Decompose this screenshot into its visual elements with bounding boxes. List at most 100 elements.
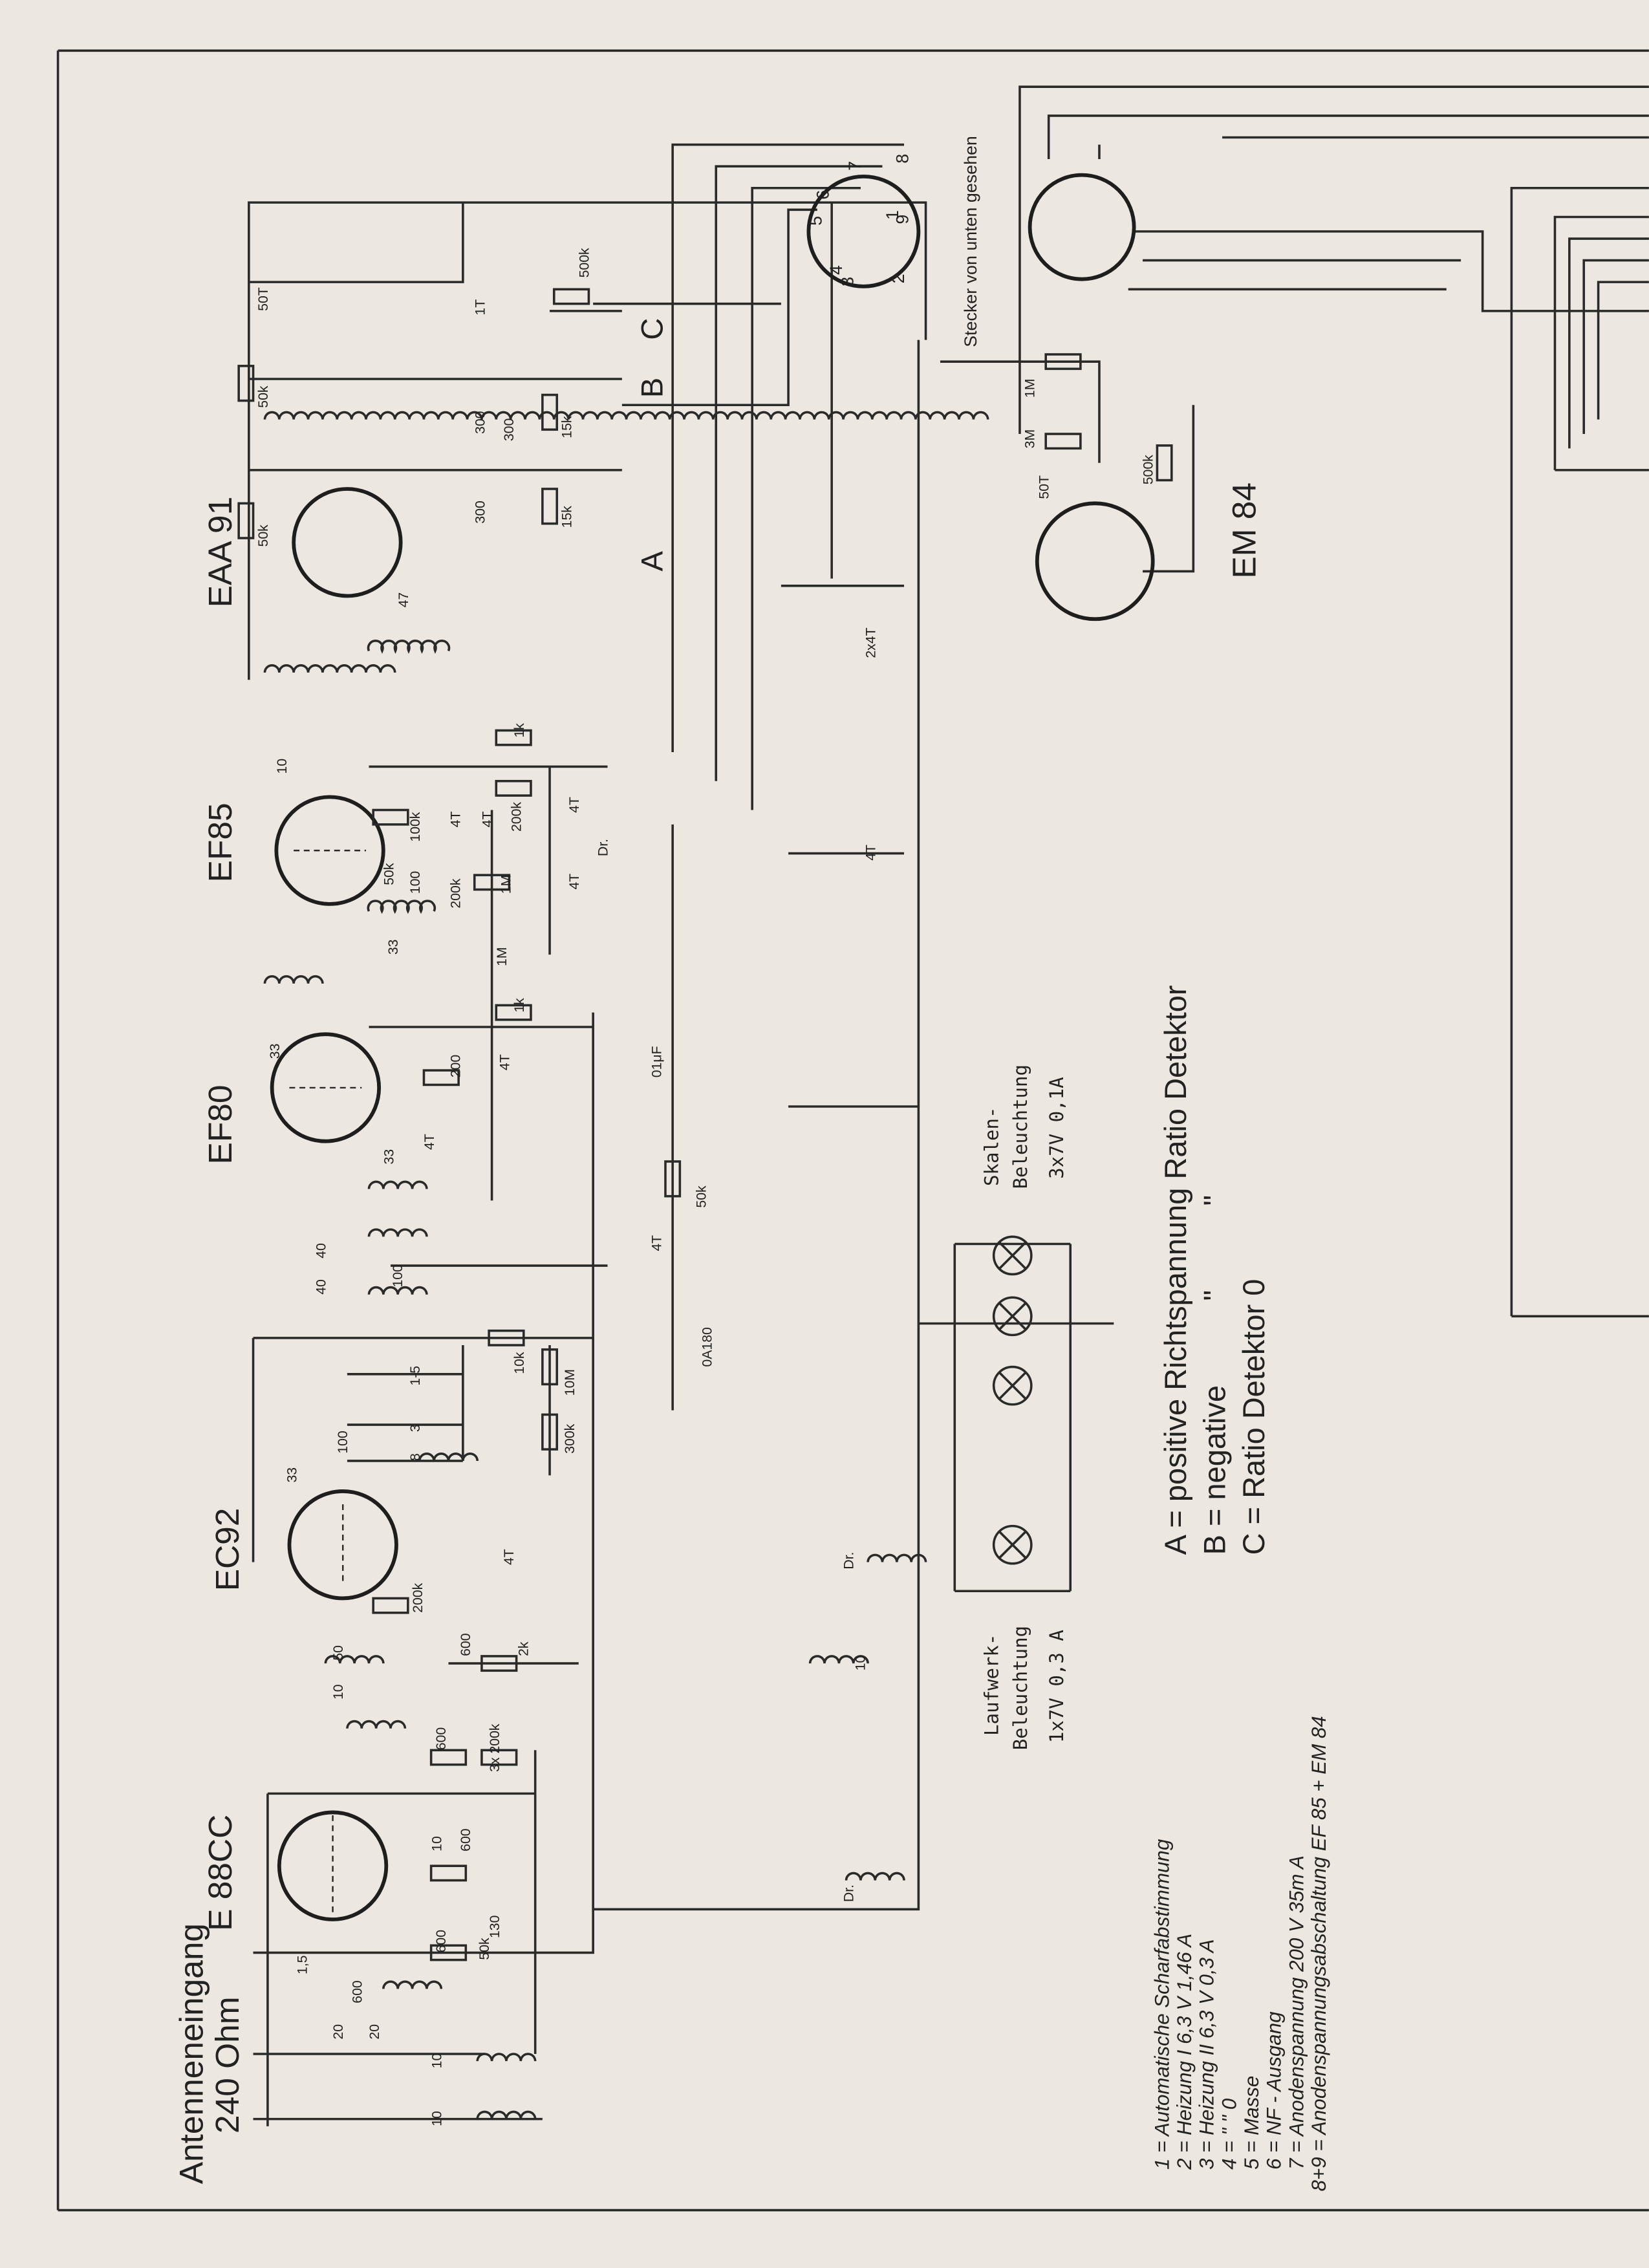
component-value-label: 300k bbox=[562, 1423, 577, 1453]
component-value-label: 4T bbox=[422, 1134, 437, 1150]
tube-label-eaa91: EAA 91 bbox=[201, 497, 239, 608]
coil-icon bbox=[867, 1553, 927, 1562]
component-value-label: 200 bbox=[447, 1055, 463, 1077]
pin-legend-item: 5 = Masse bbox=[1240, 2076, 1263, 2170]
coil-icon bbox=[476, 2053, 537, 2062]
component-value-label: 200k bbox=[410, 1582, 426, 1612]
component-value-label: 500k bbox=[1141, 455, 1156, 484]
tube-ec92 bbox=[287, 1489, 398, 1601]
component-value-label: 600 bbox=[458, 1828, 473, 1851]
component-value-label: 1M bbox=[494, 947, 510, 967]
component-value-label: 4T bbox=[649, 1235, 664, 1251]
component-value-label: 40 bbox=[313, 1279, 329, 1295]
coil-icon bbox=[367, 1228, 428, 1237]
component-value-label: 600 bbox=[433, 1727, 449, 1750]
component-value-label: 500k bbox=[576, 248, 592, 277]
component-value-label: 3 bbox=[407, 1424, 423, 1432]
component-value-label: 40 bbox=[313, 1243, 329, 1258]
detector-legend-b: B = negative " " bbox=[1198, 1195, 1232, 1555]
component-value-label: Dr. bbox=[841, 1885, 857, 1902]
component-value-label: 4T bbox=[480, 812, 495, 828]
tube-em84 bbox=[1035, 501, 1155, 621]
coil-icon bbox=[263, 411, 989, 420]
component-value-label: 4T bbox=[497, 1054, 512, 1070]
frame bbox=[56, 49, 1649, 2212]
tube-label-em84: EM 84 bbox=[1225, 482, 1263, 579]
component-value-label: 1T bbox=[472, 299, 488, 316]
resistor-icon bbox=[495, 1004, 532, 1021]
resistor-icon bbox=[541, 1413, 559, 1451]
lamp-icon bbox=[992, 1235, 1033, 1276]
wiring bbox=[248, 85, 1649, 2126]
tube-label-ef85: EF85 bbox=[201, 803, 239, 882]
tube-label-ec92: EC92 bbox=[208, 1508, 246, 1592]
terminal-c: C bbox=[635, 318, 669, 340]
terminal-b: B bbox=[635, 378, 669, 398]
component-value-label: 4T bbox=[501, 1549, 517, 1565]
coil-icon bbox=[418, 1453, 479, 1462]
component-value-label: 0A180 bbox=[700, 1327, 715, 1366]
socket-right bbox=[1028, 173, 1136, 281]
socket-pin-number: 2 bbox=[889, 274, 908, 283]
pin-legend-item: 1 = Automatische Scharfabstimmung bbox=[1150, 1839, 1173, 2170]
socket-pin-number: 3 bbox=[838, 277, 857, 286]
component-value-label: 1k bbox=[512, 723, 527, 738]
component-value-label: 50 bbox=[330, 1645, 346, 1661]
component-value-label: 3M bbox=[1022, 429, 1037, 449]
resistor-icon bbox=[429, 1944, 468, 1961]
resistor-icon bbox=[237, 502, 255, 539]
component-value-label: 600 bbox=[433, 1930, 449, 1952]
coil-icon bbox=[367, 1286, 428, 1295]
component-value-label: 300 bbox=[501, 418, 517, 441]
socket-pin-number: 8 bbox=[893, 154, 912, 164]
coil-icon bbox=[476, 2110, 537, 2119]
resistor-icon bbox=[372, 808, 409, 826]
component-value-label: 50T bbox=[1037, 475, 1052, 499]
resistor-icon bbox=[488, 1329, 525, 1346]
lamp-icon bbox=[992, 1296, 1033, 1337]
pin-legend-item: 2 = Heizung I 6,3 V 1,46 A bbox=[1173, 1934, 1196, 2170]
tube-ef85 bbox=[274, 795, 385, 906]
pin-legend-item: 7 = Anodenspannung 200 V 35m A bbox=[1285, 1855, 1308, 2170]
resistor-icon bbox=[1044, 353, 1082, 371]
resistor-icon bbox=[1044, 433, 1082, 450]
scale-lighting-line2: Beleuchtung bbox=[1009, 1064, 1031, 1189]
component-value-label: 300 bbox=[472, 411, 488, 434]
component-value-label: 100 bbox=[407, 871, 423, 894]
lamp-icon bbox=[992, 1524, 1033, 1565]
component-value-label: 50k bbox=[255, 385, 271, 408]
component-value-label: Dr. bbox=[841, 1552, 857, 1570]
component-value-label: 47 bbox=[396, 592, 411, 608]
detector-legend-a: A = positive Richtspannung Ratio Detekto… bbox=[1158, 985, 1192, 1555]
coils bbox=[263, 411, 989, 2119]
component-value-label: 33 bbox=[267, 1044, 283, 1059]
component-value-label: 130 bbox=[487, 1916, 502, 1938]
component-value-label: 1M bbox=[1022, 379, 1037, 398]
coil-icon bbox=[845, 1872, 905, 1881]
resistor-icon bbox=[237, 365, 255, 402]
component-value-label: 50k bbox=[694, 1185, 709, 1208]
pin-legend-item: 6 = NF - Ausgang bbox=[1263, 2011, 1286, 2170]
socket-left bbox=[806, 174, 921, 288]
component-value-label: 100 bbox=[335, 1431, 350, 1453]
component-value-label: 1M bbox=[499, 875, 514, 894]
component-value-label: 10 bbox=[330, 1684, 346, 1700]
component-value-label: Dr. bbox=[596, 839, 611, 856]
resistor-icon bbox=[429, 1864, 468, 1882]
component-value-label: 600 bbox=[349, 1980, 365, 2003]
component-value-label: 8 bbox=[407, 1453, 423, 1461]
resistor-icon bbox=[541, 1348, 559, 1386]
coil-icon bbox=[367, 900, 436, 914]
pin-legend-item: 3 = Heizung II 6,3 V 0,3 A bbox=[1196, 1939, 1218, 2170]
component-value-label: 15k bbox=[559, 416, 575, 438]
drive-lighting-line3: 1x7V 0,3 A bbox=[1046, 1630, 1068, 1743]
tube-label-e88cc: E 88CC bbox=[201, 1815, 239, 1931]
resistor-icon bbox=[552, 288, 590, 305]
component-value-label: 200k bbox=[447, 878, 463, 908]
socket-pin-number: 4 bbox=[826, 265, 846, 275]
socket-pin-number: 6 bbox=[814, 190, 833, 200]
tube-ef80 bbox=[270, 1032, 382, 1143]
tube-symbols bbox=[270, 173, 1155, 1921]
